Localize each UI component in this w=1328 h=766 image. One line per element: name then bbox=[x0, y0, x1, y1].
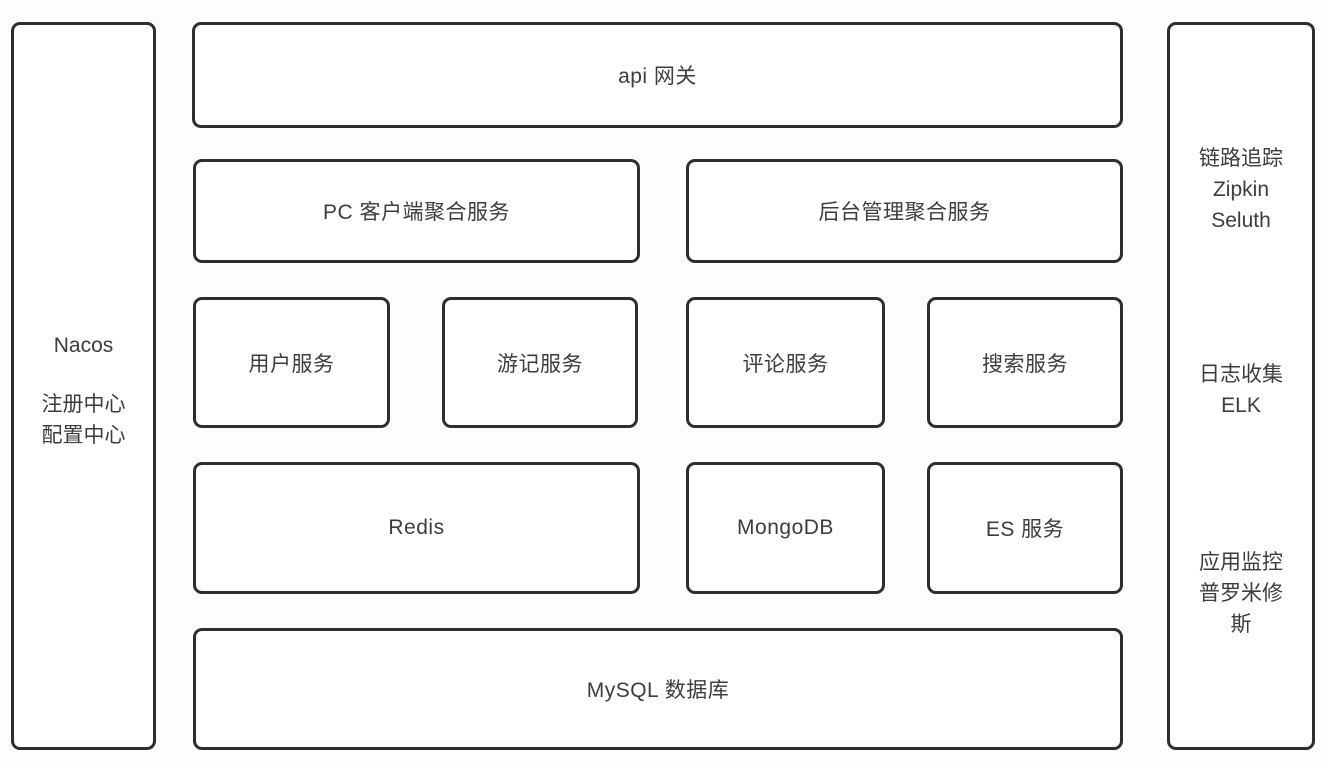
monitoring-group: 应用监控 普罗米修斯 bbox=[1170, 547, 1312, 640]
api-gateway-box: api 网关 bbox=[192, 22, 1123, 128]
user-service-box: 用户服务 bbox=[193, 297, 390, 428]
admin-aggregation-box: 后台管理聚合服务 bbox=[686, 159, 1123, 263]
search-service-label: 搜索服务 bbox=[982, 352, 1068, 376]
pc-client-aggregation-label: PC 客户端聚合服务 bbox=[322, 201, 510, 224]
comment-service-box: 评论服务 bbox=[686, 297, 885, 428]
mysql-database-label: MySQL 数据库 bbox=[586, 679, 730, 702]
search-service-box: 搜索服务 bbox=[927, 297, 1123, 428]
logging-group: 日志收集 ELK bbox=[1170, 359, 1312, 421]
logging-title: 日志收集 bbox=[1199, 363, 1283, 386]
logging-elk: ELK bbox=[1221, 394, 1261, 417]
travel-notes-service-label: 游记服务 bbox=[497, 352, 583, 376]
monitoring-prometheus: 普罗米修斯 bbox=[1199, 582, 1283, 636]
redis-box: Redis bbox=[193, 462, 640, 594]
comment-service-label: 评论服务 bbox=[742, 352, 829, 376]
tracing-seluth: Seluth bbox=[1211, 209, 1271, 232]
nacos-roles: 注册中心 配置中心 bbox=[14, 389, 153, 451]
tracing-group: 链路追踪 Zipkin Seluth bbox=[1170, 143, 1312, 236]
tracing-title: 链路追踪 bbox=[1199, 147, 1283, 170]
nacos-role-config: 配置中心 bbox=[41, 424, 126, 447]
travel-notes-service-box: 游记服务 bbox=[442, 297, 638, 428]
mysql-database-box: MySQL 数据库 bbox=[193, 628, 1123, 750]
monitoring-title: 应用监控 bbox=[1199, 551, 1283, 574]
api-gateway-label: api 网关 bbox=[618, 65, 697, 88]
redis-label: Redis bbox=[388, 516, 445, 539]
user-service-label: 用户服务 bbox=[248, 352, 335, 376]
admin-aggregation-label: 后台管理聚合服务 bbox=[818, 201, 991, 224]
tracing-zipkin: Zipkin bbox=[1212, 178, 1270, 201]
observability-panel: 链路追踪 Zipkin Seluth 日志收集 ELK 应用监控 普罗米修斯 bbox=[1167, 22, 1315, 750]
es-service-label: ES 服务 bbox=[985, 518, 1065, 541]
nacos-title: Nacos bbox=[53, 334, 114, 357]
pc-client-aggregation-box: PC 客户端聚合服务 bbox=[193, 159, 640, 263]
es-service-box: ES 服务 bbox=[927, 462, 1123, 594]
nacos-role-registry: 注册中心 bbox=[41, 393, 126, 416]
mongodb-box: MongoDB bbox=[686, 462, 885, 594]
nacos-panel: Nacos 注册中心 配置中心 bbox=[11, 22, 156, 750]
mongodb-label: MongoDB bbox=[737, 516, 834, 539]
